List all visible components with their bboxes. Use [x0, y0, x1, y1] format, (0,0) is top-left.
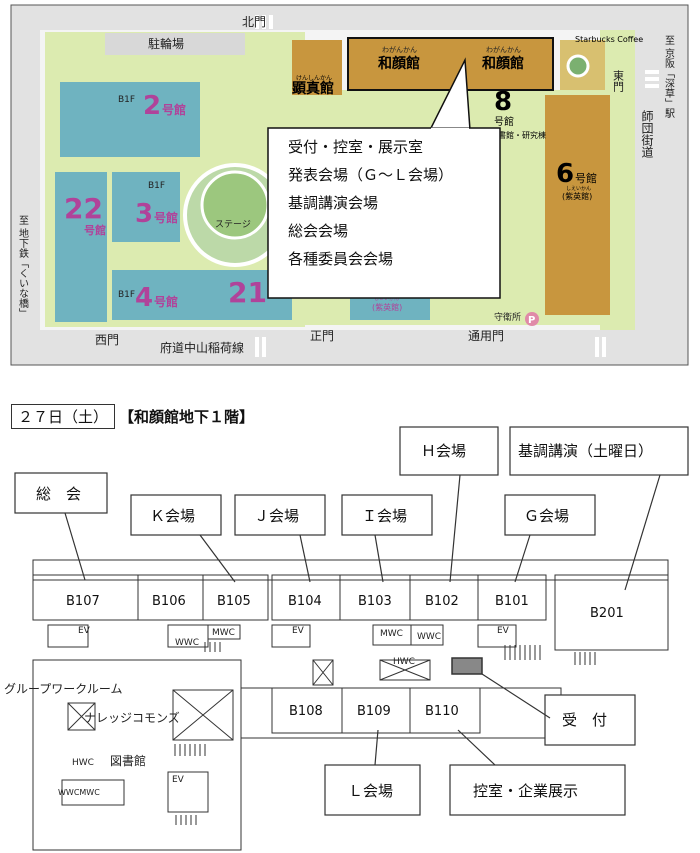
building-2-number: 2	[143, 91, 161, 121]
kenjin-label: 顕真館	[292, 80, 334, 97]
building-3-number: 3	[135, 199, 153, 229]
starbucks-label: Starbucks Coffee	[575, 35, 643, 44]
callout-l: Ｌ会場	[348, 782, 393, 800]
building-2-suffix: 号館	[162, 102, 186, 117]
direction-left: 至 地下鉄「くいな橋」	[17, 215, 29, 318]
east-road-label: 師団街道	[640, 110, 654, 158]
building-4-number: 4	[135, 283, 153, 313]
campus-map: 駐輪場 ステージ わがんかん 和顔館 わがんかん 和顔館 けんしんかん 顕真館 …	[10, 4, 689, 366]
callout-line-5: 各種委員会会場	[288, 250, 393, 268]
callout-line-2: 発表会場（Ｇ～Ｌ会場）	[288, 166, 453, 184]
north-gate-label: 北門	[242, 15, 266, 29]
callout-i: Ｉ会場	[362, 507, 407, 525]
building-8-suffix: 号館	[494, 115, 514, 128]
building-8-number: 8	[494, 87, 512, 117]
room-b110: B110	[425, 704, 459, 719]
mwc-label-2: MWC	[380, 629, 403, 639]
callout-h: Ｈ会場	[421, 442, 466, 460]
main-gate-label: 正門	[310, 329, 334, 343]
callout-general: 総 会	[36, 485, 81, 503]
room-b109: B109	[357, 704, 391, 719]
shieikan-label: (紫英館)	[372, 302, 402, 312]
ev-label-1: EV	[78, 626, 91, 636]
building-6-sub: (紫英館)	[562, 191, 592, 201]
room-b103: B103	[358, 594, 392, 609]
west-gate-label: 西門	[95, 333, 119, 347]
room-b104: B104	[288, 594, 322, 609]
floor-plan-title: ２７日（土） 【和顔館地下１階】	[11, 404, 254, 429]
floor-title: 【和顔館地下１階】	[119, 408, 255, 426]
stage-label: ステージ	[215, 219, 251, 230]
hwc-label-2: HWC	[72, 758, 94, 768]
parking-label: 駐輪場	[148, 36, 184, 51]
service-gate-label: 通用門	[468, 329, 504, 343]
room-b105: B105	[217, 594, 251, 609]
callout-line-4: 総会会場	[288, 222, 348, 240]
building-21-number: 21	[228, 276, 267, 309]
callout-waiting: 控室・企業展示	[473, 782, 578, 800]
building-4-b1f: B1F	[118, 290, 135, 300]
callout-j: Ｊ会場	[254, 507, 299, 525]
kenjin-ruby: けんしんかん	[296, 75, 332, 82]
south-road-label: 府道中山稲荷線	[160, 340, 244, 355]
callout-line-3: 基調講演会場	[288, 194, 378, 212]
group-work-label: グループワークルーム	[4, 682, 123, 696]
callout-line-1: 受付・控室・展示室	[288, 138, 423, 156]
room-b201: B201	[590, 606, 624, 621]
wwc-label-2: WWC	[417, 632, 441, 642]
wwc-label-1: WWC	[175, 638, 199, 648]
reception-marker	[451, 657, 483, 675]
building-3-suffix: 号館	[154, 210, 178, 225]
knowledge-commons-label: ナレッジコモンズ	[84, 710, 180, 725]
wwcmwc-label: WWCMWC	[58, 788, 100, 797]
parking-p-icon	[525, 312, 539, 326]
building-22-suffix: 号館	[84, 223, 106, 237]
ev-label-4: EV	[172, 775, 185, 785]
room-b102: B102	[425, 594, 459, 609]
building-6-number: 6	[556, 159, 574, 189]
building-2-b1f: B1F	[118, 95, 135, 105]
hwc-label-1: HWC	[393, 657, 415, 667]
direction-right: 至 京阪「深草」駅	[663, 35, 675, 119]
library-label: 図書館	[110, 753, 146, 768]
mwc-label-1: MWC	[212, 628, 235, 638]
building-22-number: 22	[64, 192, 103, 225]
wagan-label-1: 和顔館	[378, 55, 420, 72]
ev-label-2: EV	[292, 626, 305, 636]
east-gate-label: 東門	[612, 70, 625, 93]
guard-label: 守衛所	[494, 311, 521, 323]
room-b107: B107	[66, 594, 100, 609]
callout-g: Ｇ会場	[524, 507, 569, 525]
room-b101: B101	[495, 594, 529, 609]
callout-k: Ｋ会場	[150, 507, 195, 525]
building-3-b1f: B1F	[148, 181, 165, 191]
room-b106: B106	[152, 594, 186, 609]
wagan-label-2: 和顔館	[482, 55, 524, 72]
building-8-sub: 図書館・研究棟	[490, 130, 546, 140]
date-label: ２７日（土）	[11, 404, 116, 429]
ev-label-3: EV	[497, 626, 510, 636]
building-4-suffix: 号館	[154, 294, 178, 309]
wagan-ruby-2: わがんかん	[486, 45, 521, 54]
building-6-suffix: 号館	[575, 171, 597, 185]
callout-keynote: 基調講演（土曜日）	[518, 442, 653, 460]
building-6-ruby: しえいかん	[566, 185, 591, 192]
parking-p-letter: P	[528, 315, 535, 326]
callout-reception: 受 付	[562, 711, 607, 729]
room-b108: B108	[289, 704, 323, 719]
wagan-ruby-1: わがんかん	[382, 45, 417, 54]
floor-plan: B107 B106 B105 B104 B103 B102 B101 B201 …	[4, 426, 689, 851]
